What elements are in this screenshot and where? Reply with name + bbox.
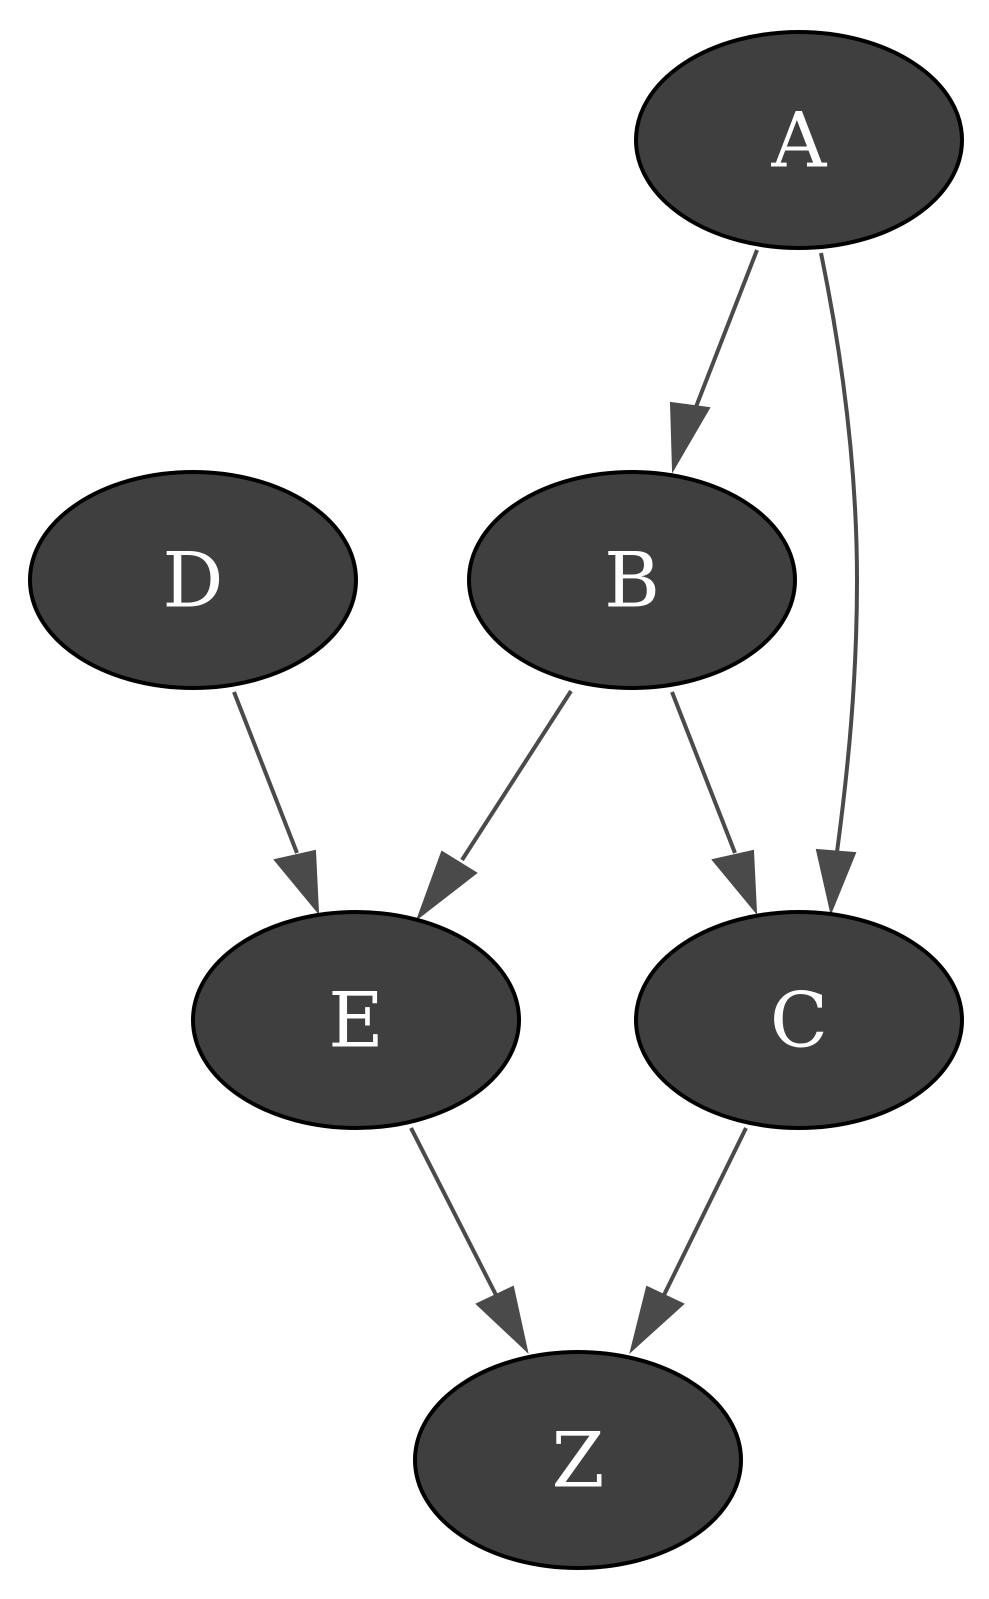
edge-a-b xyxy=(669,249,759,474)
node-d[interactable]: D xyxy=(28,470,358,690)
node-e-label: E xyxy=(328,976,383,1065)
node-z-label: Z xyxy=(552,1416,605,1505)
node-c[interactable]: C xyxy=(634,910,964,1130)
edge-a-c xyxy=(815,252,860,916)
edge-b-e xyxy=(415,689,573,921)
node-d-label: D xyxy=(163,536,224,625)
node-a[interactable]: A xyxy=(634,30,964,250)
edge-b-c xyxy=(670,691,758,915)
edge-c-z xyxy=(629,1127,748,1354)
node-e[interactable]: E xyxy=(191,910,521,1130)
node-b-label: B xyxy=(604,536,660,625)
node-c-label: C xyxy=(770,976,828,1065)
edge-e-z xyxy=(409,1127,529,1354)
node-a-label: A xyxy=(771,96,828,185)
edges xyxy=(232,249,860,1354)
edge-d-e xyxy=(232,691,320,915)
nodes: A B D E C Z xyxy=(28,30,964,1570)
node-z[interactable]: Z xyxy=(413,1350,743,1570)
node-b[interactable]: B xyxy=(467,470,797,690)
